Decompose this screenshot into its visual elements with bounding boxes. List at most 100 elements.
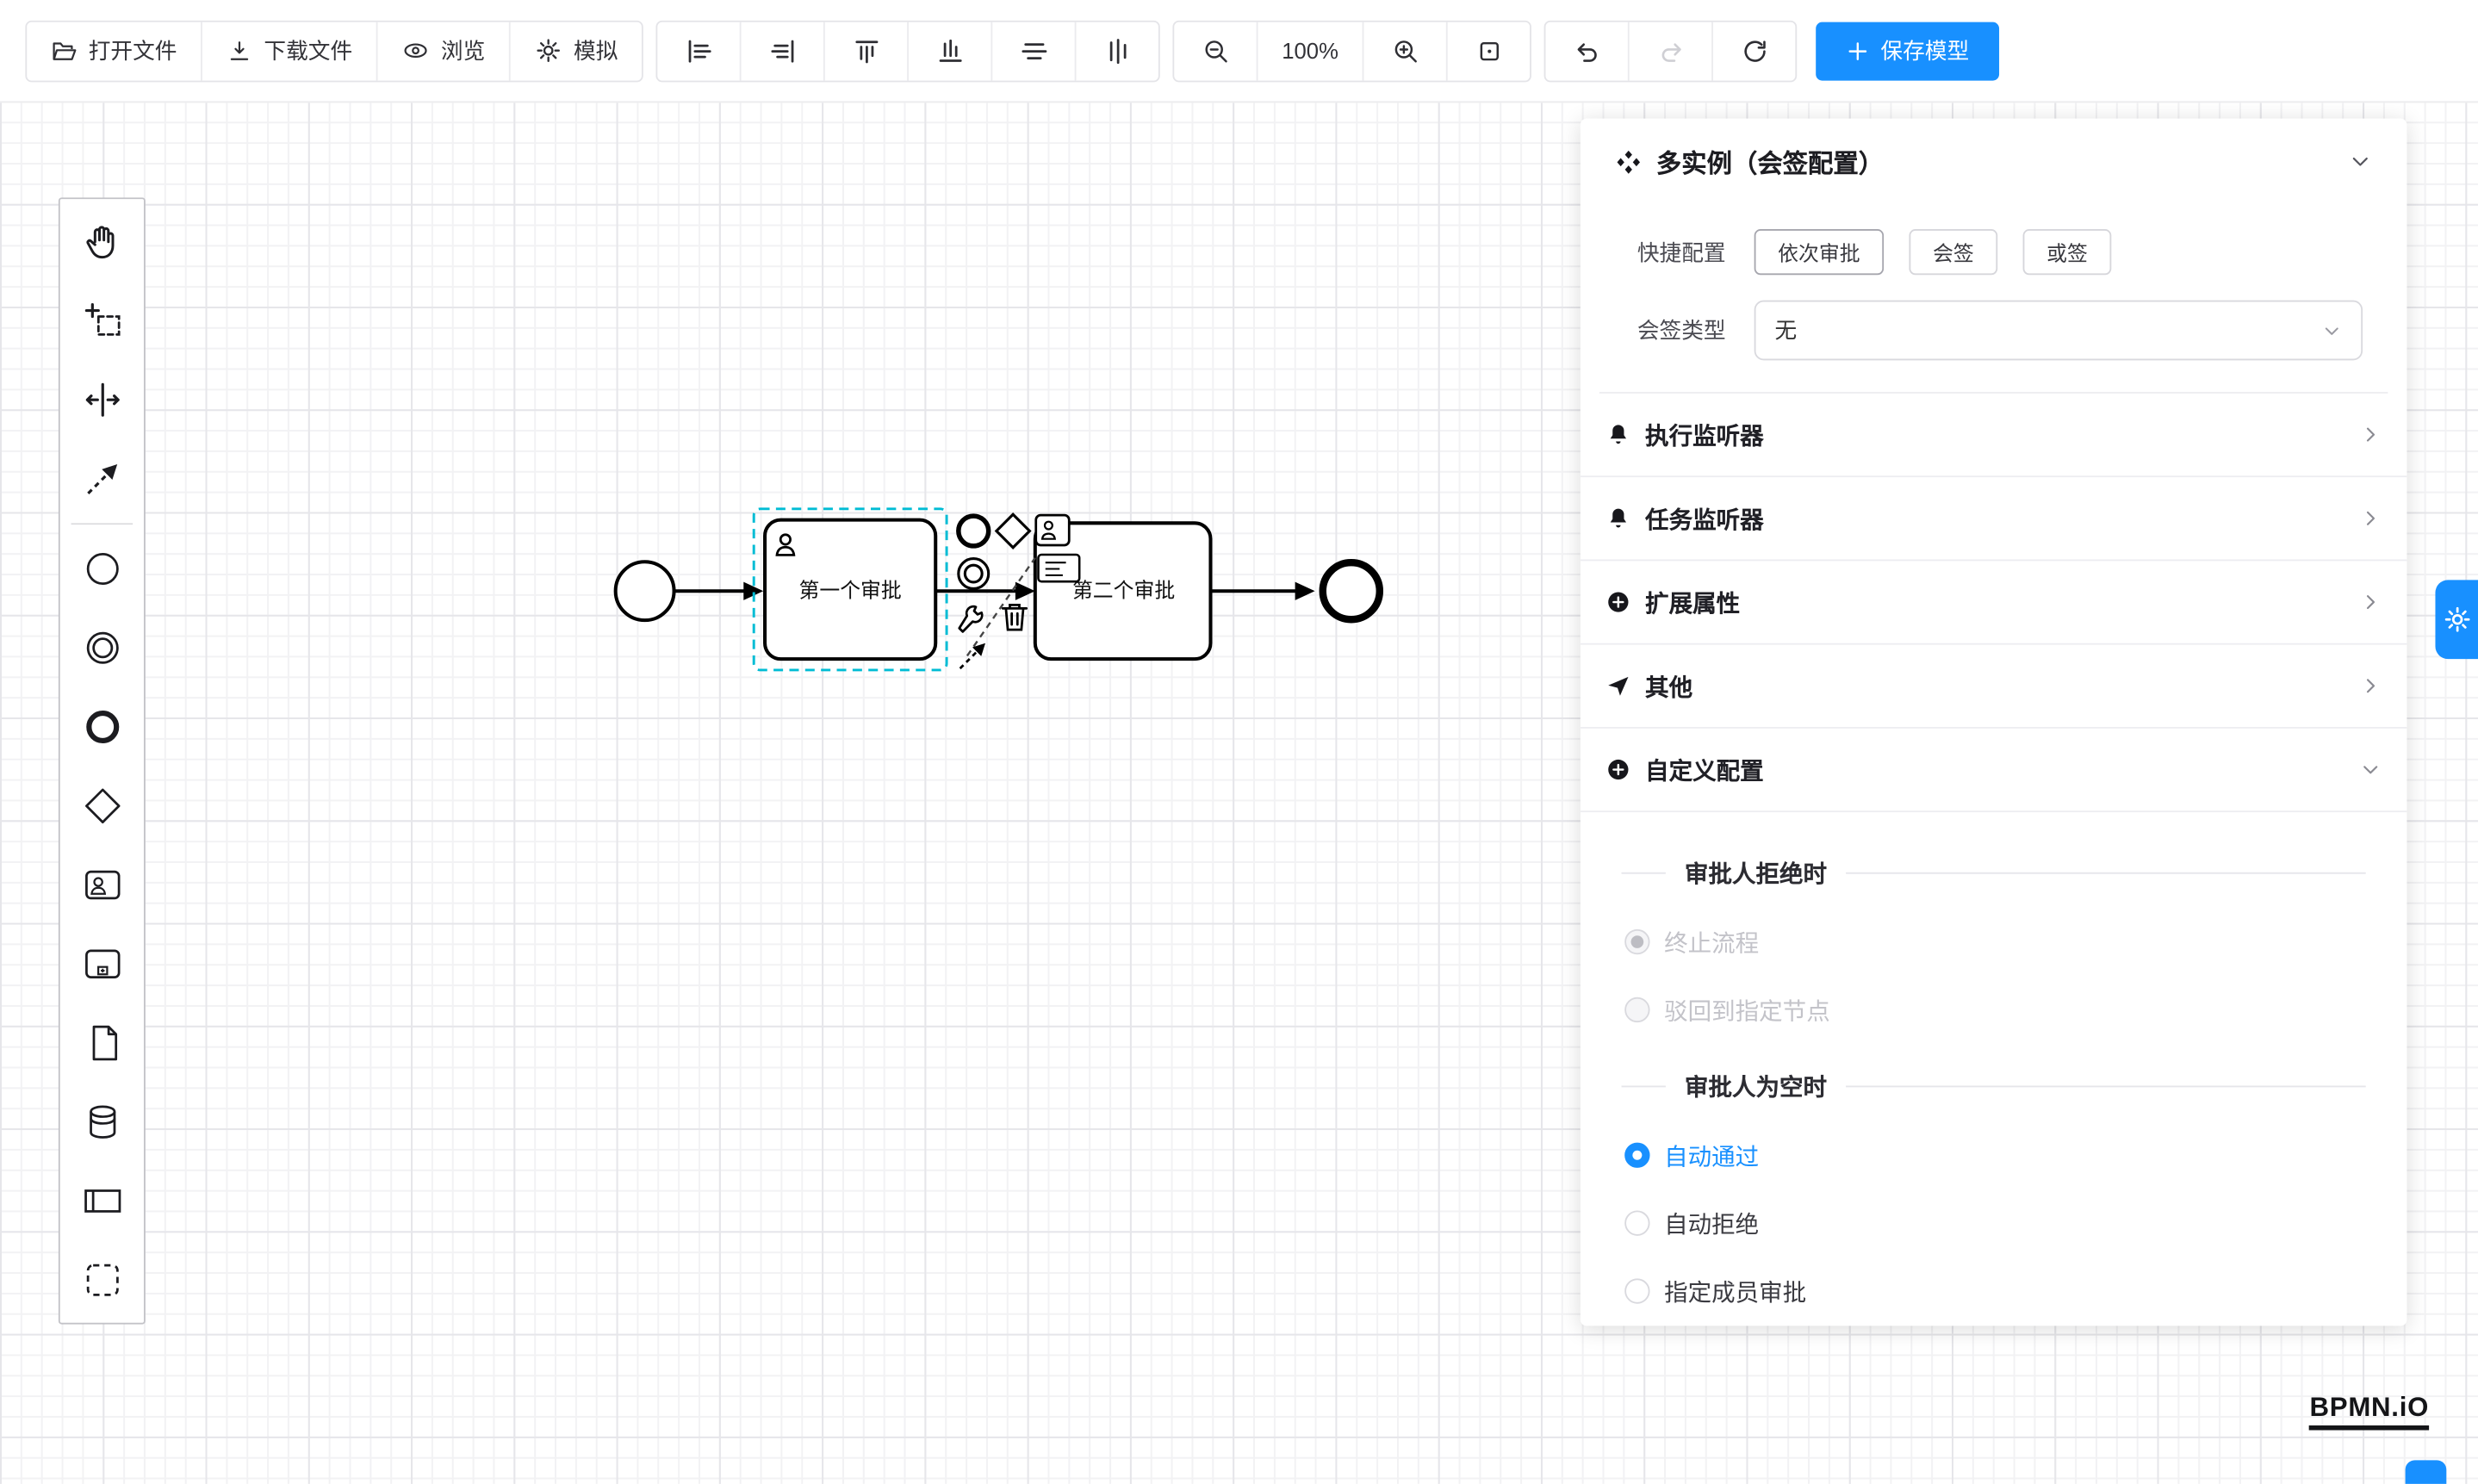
create-datastore[interactable] (60, 1083, 144, 1162)
refresh-button[interactable] (1713, 22, 1795, 80)
radio-auto-reject[interactable]: 自动拒绝 (1624, 1208, 2407, 1239)
create-participant-icon (80, 1179, 124, 1223)
trash-icon[interactable] (1001, 603, 1028, 631)
radio-button[interactable] (1624, 1210, 1650, 1236)
create-group[interactable] (60, 1240, 144, 1319)
fit-viewport-button[interactable] (1448, 22, 1530, 80)
align-left-button[interactable] (657, 21, 742, 80)
open-file-button[interactable]: 打开文件 (27, 21, 202, 80)
radio-button (1624, 928, 1650, 955)
create-call-activity[interactable] (60, 924, 144, 1003)
history-button-group (1543, 19, 1798, 82)
radio-assign-member[interactable]: 指定成员审批 (1624, 1276, 2407, 1307)
sequence-flow-3-arrowhead (1295, 581, 1315, 600)
create-user-task[interactable] (60, 846, 144, 925)
preview-button[interactable]: 浏览 (378, 21, 511, 80)
radio-label: 驳回到指定节点 (1664, 997, 1830, 1025)
bell-icon (1605, 422, 1630, 447)
radio-auto-pass[interactable]: 自动通过 (1624, 1139, 2407, 1171)
chevron-right-icon (2359, 507, 2382, 530)
context-pad (956, 512, 1081, 670)
create-start-event[interactable] (60, 530, 144, 609)
quick-config-row: 快捷配置 依次审批 会签 或签 (1581, 229, 2407, 276)
connect-icon[interactable] (959, 643, 986, 670)
create-datastore-icon (80, 1100, 124, 1144)
user-task-1[interactable] (763, 518, 938, 661)
append-intermediate-event-icon[interactable] (957, 557, 991, 591)
zoom-in-icon (1390, 35, 1420, 65)
redo-button[interactable] (1630, 21, 1713, 80)
distribute-horizontal-button[interactable] (992, 21, 1077, 80)
task-2-label: 第二个审批 (1072, 580, 1175, 603)
append-gateway-icon[interactable] (994, 512, 1032, 550)
create-gateway[interactable] (60, 767, 144, 846)
section-other[interactable]: 其他 (1580, 645, 2407, 729)
distribute-vertical-button[interactable] (1077, 22, 1158, 80)
create-end-event-icon (80, 705, 124, 748)
download-file-label: 下载文件 (264, 38, 353, 64)
section-custom-config[interactable]: 自定义配置 (1580, 729, 2407, 813)
save-model-button[interactable]: 保存模型 (1816, 21, 2000, 80)
create-user-task-icon (80, 863, 124, 907)
align-right-button[interactable] (742, 21, 825, 80)
panel-title: 多实例（会签配置） (1655, 152, 1885, 179)
fit-viewport-icon (1474, 35, 1504, 65)
radio-label: 指定成员审批 (1664, 1279, 1807, 1307)
distribute-vertical-icon (1102, 35, 1133, 65)
undo-button[interactable] (1545, 21, 1630, 80)
create-start-event-icon (80, 547, 124, 591)
radio-label: 自动拒绝 (1664, 1211, 1760, 1239)
section-label: 其他 (1645, 674, 1693, 701)
folder-open-icon (51, 37, 78, 64)
zoom-out-button[interactable] (1174, 21, 1258, 80)
start-event[interactable] (613, 560, 676, 623)
redo-icon (1655, 35, 1686, 65)
panel-toggle-button[interactable] (2435, 580, 2478, 660)
chevron-right-icon (2359, 674, 2382, 697)
append-end-event-icon[interactable] (956, 513, 991, 549)
gear-icon (2442, 604, 2474, 636)
floating-action-chip[interactable] (2405, 1460, 2447, 1484)
section-execution-listener[interactable]: 执行监听器 (1580, 394, 2407, 478)
create-intermediate-event[interactable] (60, 608, 144, 687)
section-extended-properties[interactable]: 扩展属性 (1580, 561, 2407, 645)
empty-section-title: 审批人为空时 (1684, 1074, 1828, 1102)
global-connect-tool-icon (81, 458, 122, 500)
zoom-in-button[interactable] (1363, 21, 1448, 80)
panel-header[interactable]: 多实例（会签配置） (1581, 119, 2407, 204)
lasso-tool[interactable] (60, 282, 144, 361)
create-end-event[interactable] (60, 687, 144, 767)
quick-option-sequential[interactable]: 依次审批 (1754, 229, 1885, 276)
quick-option-countersign[interactable]: 会签 (1909, 229, 1998, 276)
bpmn-io-logo[interactable]: BPMN.iO (2309, 1392, 2430, 1431)
create-intermediate-event-icon (80, 626, 124, 670)
download-file-button[interactable]: 下载文件 (202, 21, 378, 80)
simulate-icon (534, 36, 562, 65)
align-top-button[interactable] (825, 21, 910, 80)
plus-circle-icon (1605, 589, 1630, 614)
simulate-button[interactable]: 模拟 (511, 22, 642, 80)
section-label: 任务监听器 (1645, 506, 1764, 534)
end-event[interactable] (1319, 558, 1384, 624)
quick-option-orsign[interactable]: 或签 (2022, 229, 2112, 276)
create-file[interactable] (60, 1003, 144, 1083)
space-tool[interactable] (60, 360, 144, 439)
create-participant[interactable] (60, 1162, 144, 1241)
section-task-listener[interactable]: 任务监听器 (1580, 477, 2407, 562)
hand-tool[interactable] (60, 202, 144, 282)
radio-button[interactable] (1624, 1278, 1650, 1304)
append-user-task-icon[interactable] (1034, 513, 1071, 547)
file-button-group: 打开文件 下载文件 浏览 模拟 (25, 19, 643, 82)
align-bottom-button[interactable] (909, 21, 993, 80)
sign-type-select[interactable]: 无 (1754, 300, 2363, 361)
send-icon (1605, 674, 1630, 699)
wrench-icon[interactable] (958, 605, 984, 633)
append-screen-task-icon[interactable] (1037, 553, 1081, 583)
global-connect-tool[interactable] (60, 439, 144, 518)
plus-icon (1846, 39, 1870, 63)
zoom-level: 100% (1258, 21, 1364, 80)
user-icon (775, 533, 796, 556)
open-file-label: 打开文件 (88, 38, 177, 64)
radio-button[interactable] (1624, 1142, 1650, 1168)
space-tool-icon (81, 379, 122, 420)
